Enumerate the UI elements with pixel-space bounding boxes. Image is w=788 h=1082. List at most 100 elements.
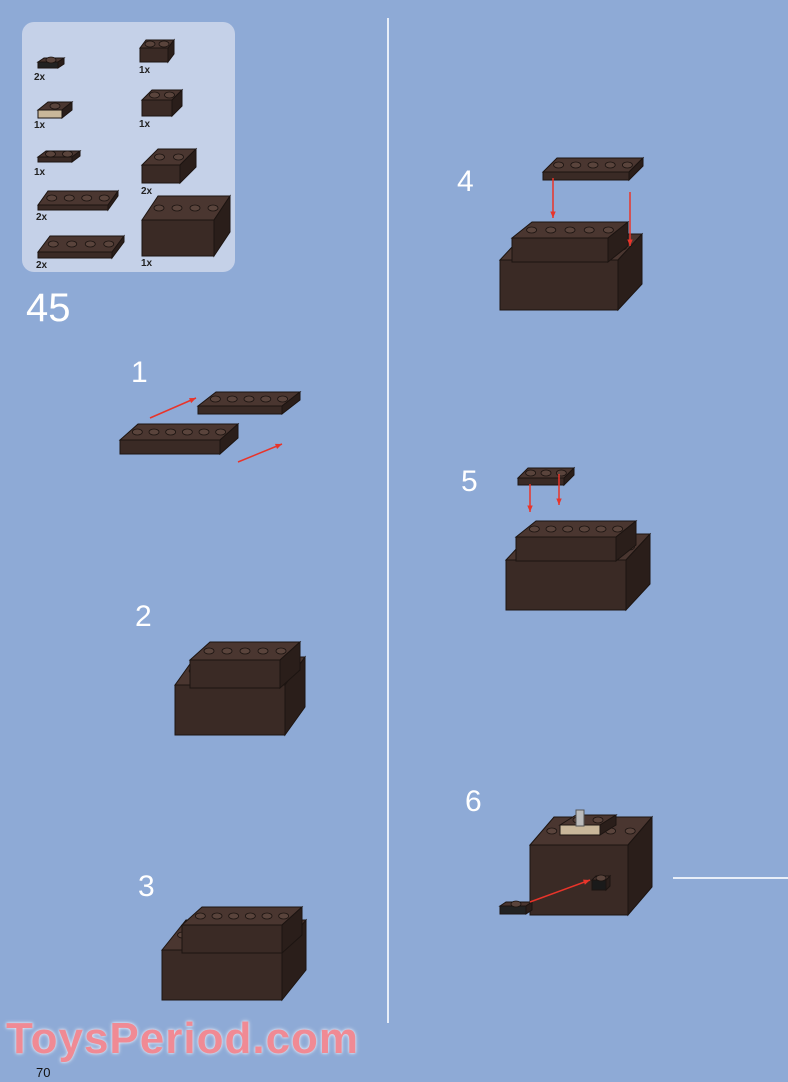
stud: [84, 240, 96, 248]
stud: [171, 204, 183, 212]
assembly: [625, 532, 651, 612]
assembly: [627, 815, 653, 917]
stud: [144, 40, 156, 48]
plate-1x8: [37, 204, 109, 211]
arrow-head: [556, 498, 562, 505]
stud: [260, 395, 272, 403]
plate-1x8: [542, 171, 630, 181]
stud: [243, 395, 255, 403]
assembly-arrow: [237, 443, 283, 463]
stud: [66, 240, 78, 248]
stud: [257, 647, 269, 655]
tan-plate: [599, 814, 617, 836]
stud: [173, 153, 184, 161]
plate-2x6: [111, 234, 125, 260]
plate-1x8: [107, 189, 119, 212]
stud: [45, 150, 56, 158]
section-divider: [673, 877, 788, 879]
plate-2x6: [119, 439, 221, 455]
assembly: [529, 844, 629, 916]
wedge-layer: [607, 220, 629, 264]
stud: [62, 150, 73, 158]
assembly-arrow: [149, 397, 197, 419]
part-qty: 2x: [141, 186, 153, 197]
stud: [158, 40, 170, 48]
stud: [595, 525, 607, 533]
stud: [46, 194, 58, 202]
assembly: [161, 949, 283, 1001]
stud: [47, 240, 59, 248]
substep-number: 3: [138, 870, 155, 903]
assembly: [499, 259, 619, 311]
stud: [98, 194, 110, 202]
plate-2x6: [37, 251, 113, 259]
part-qty: 2x: [36, 212, 48, 223]
assembly: [505, 559, 627, 611]
wedge-layer: [279, 640, 301, 690]
arrow-head: [527, 505, 533, 512]
assembly: [617, 232, 643, 312]
stud: [555, 469, 567, 477]
stud: [63, 194, 75, 202]
stud: [244, 912, 256, 920]
stud: [545, 226, 557, 234]
wedge-layer: [281, 905, 303, 955]
stud: [211, 912, 223, 920]
stud: [149, 91, 160, 99]
axle-connector: [525, 901, 533, 915]
stud: [604, 161, 616, 169]
stud: [148, 428, 160, 436]
stud: [153, 204, 165, 212]
pin: [575, 809, 585, 827]
substep-number: 2: [135, 600, 152, 633]
technic-hole: [605, 874, 611, 892]
part-qty: 1x: [139, 65, 151, 76]
brick-2x2: [171, 88, 183, 118]
stud: [546, 827, 558, 835]
page-number: 70: [36, 1065, 51, 1080]
stud: [207, 204, 219, 212]
part-qty: 2x: [36, 260, 48, 271]
wedge-brick: [141, 164, 181, 184]
stud: [203, 647, 215, 655]
substep-number: 4: [457, 165, 474, 198]
assembly-arrow: [529, 879, 591, 903]
stud: [622, 161, 633, 169]
step-number: 45: [26, 286, 71, 330]
substep-number: 1: [131, 356, 148, 389]
part-qty: 1x: [141, 258, 153, 269]
stud: [278, 912, 290, 920]
stud: [261, 912, 273, 920]
technic-hole: [591, 879, 607, 891]
stud: [239, 647, 251, 655]
stud: [525, 469, 537, 477]
stud: [570, 161, 582, 169]
stud: [164, 91, 175, 99]
stud: [578, 525, 590, 533]
stud: [562, 525, 574, 533]
stud: [49, 102, 61, 110]
brick-2x6: [213, 194, 231, 258]
wedge-layer: [189, 659, 281, 689]
stud: [545, 525, 557, 533]
plate-1x4: [563, 466, 575, 487]
substep-number: 5: [461, 465, 478, 498]
technic-brick: [139, 47, 169, 63]
part-qty: 1x: [34, 120, 46, 131]
arrow-head: [550, 211, 556, 218]
wedge-layer: [511, 237, 609, 263]
stud: [165, 428, 177, 436]
plate-1x4: [71, 150, 81, 163]
tan-plate: [61, 100, 73, 120]
wedge-layer: [515, 536, 617, 562]
plate-1x8: [197, 405, 283, 415]
stud: [526, 226, 537, 234]
stud: [226, 395, 238, 403]
wedge-layer: [181, 924, 283, 954]
plate-1x4: [37, 156, 73, 163]
assembly: [174, 684, 286, 736]
stud: [81, 194, 93, 202]
stud: [189, 204, 201, 212]
